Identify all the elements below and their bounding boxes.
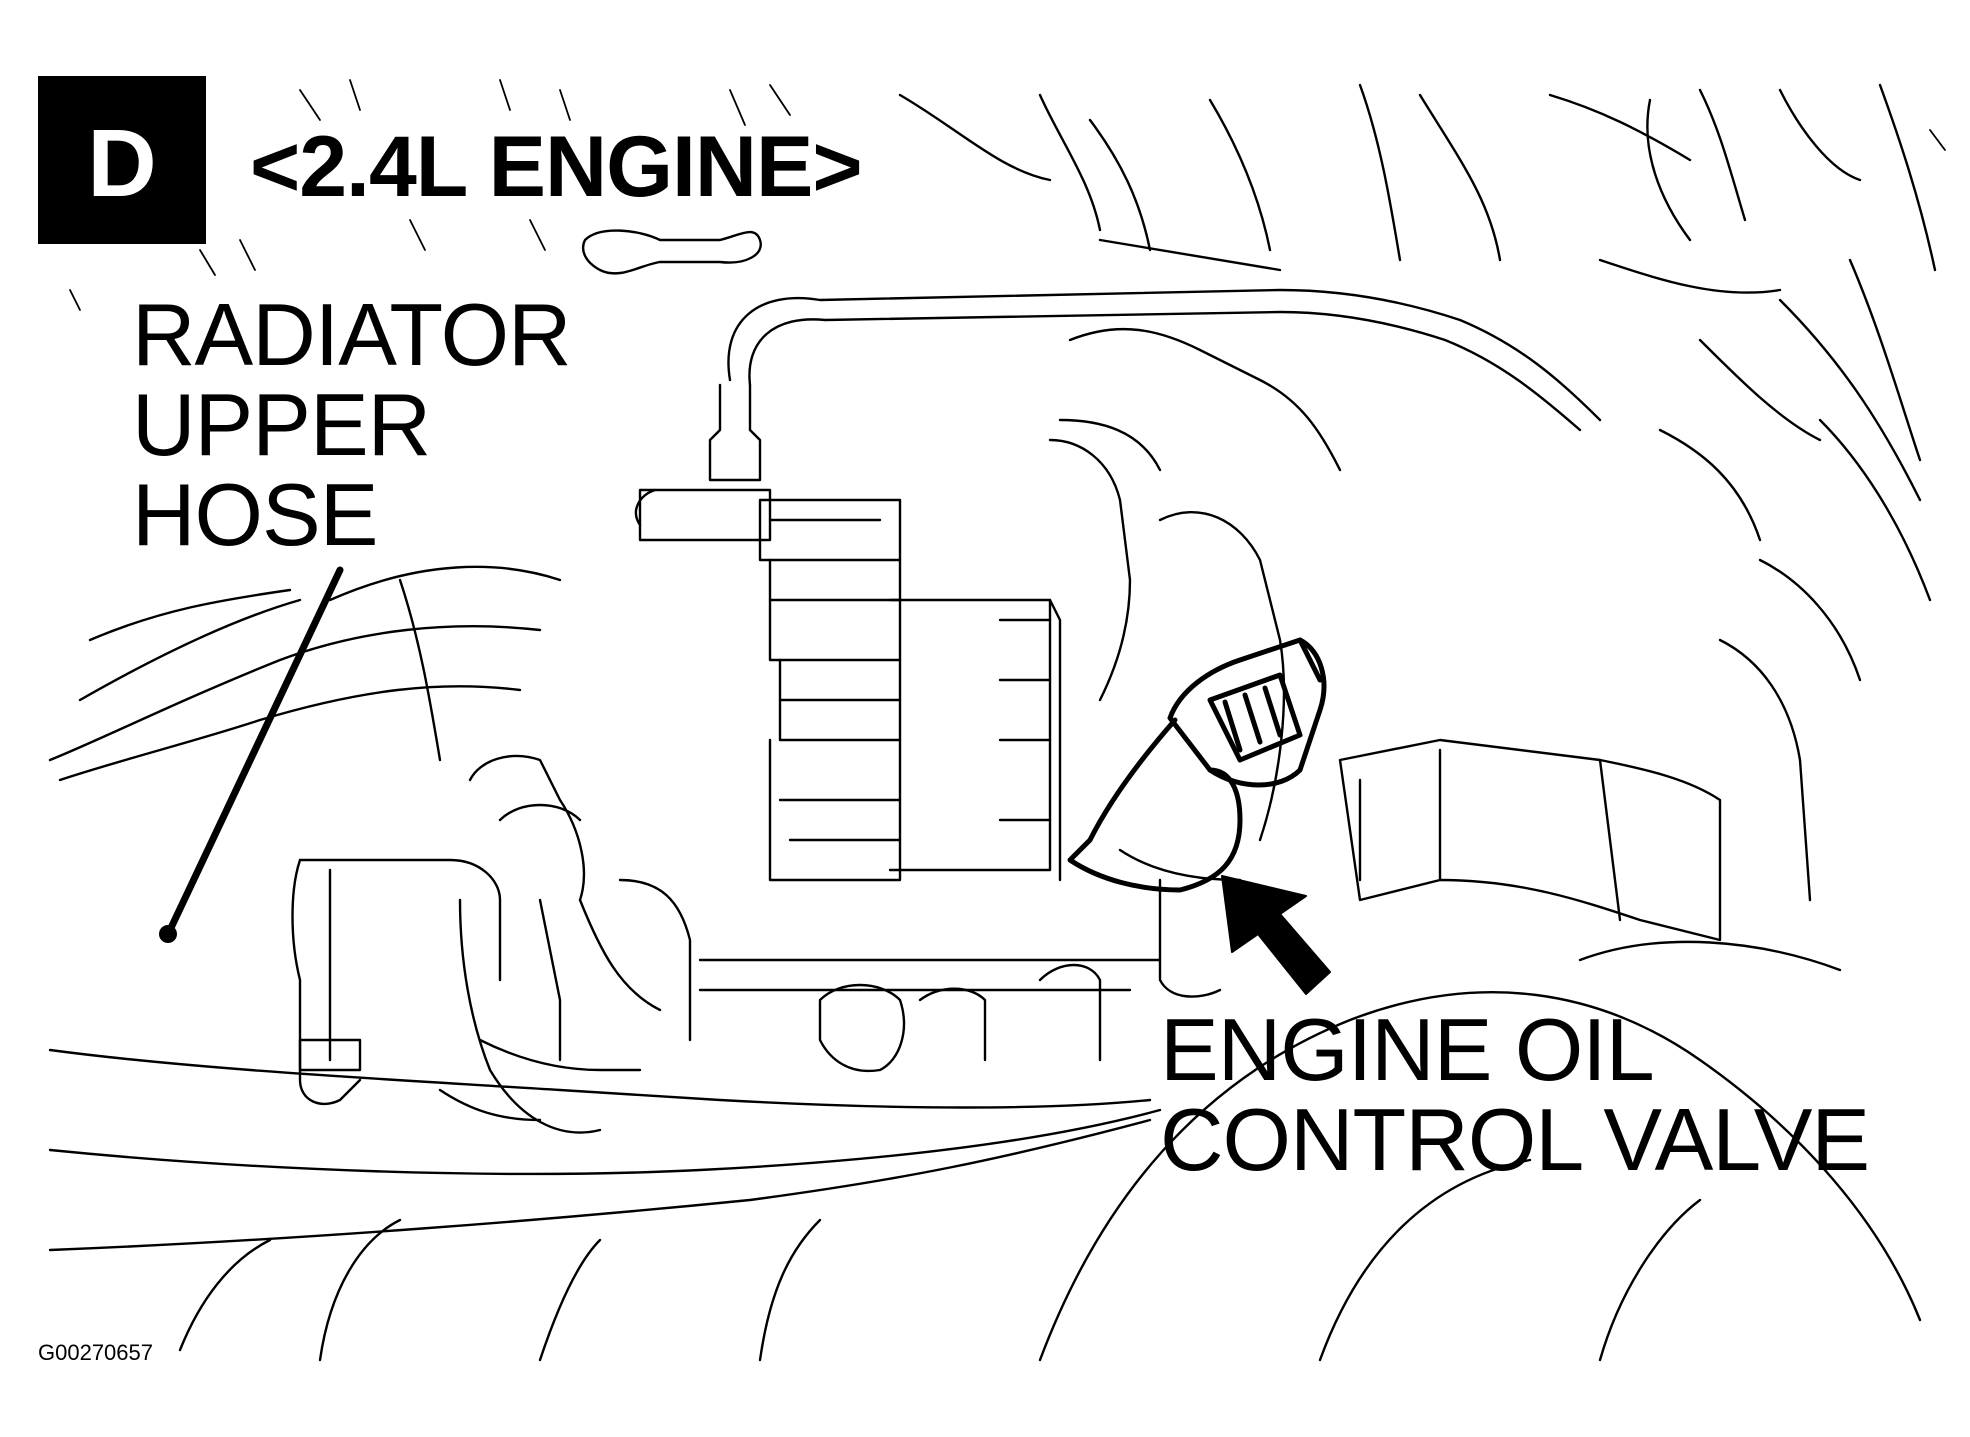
oil-valve-pointer-arrow [1221,875,1331,995]
figure-code: G00270657 [38,1340,153,1365]
radiator-label-line3: HOSE [132,465,377,564]
diagram-title: <2.4L ENGINE> [250,119,862,215]
oil-control-valve-shape [1067,637,1327,893]
engine-line-art [48,79,1946,1362]
oil-valve-label-line1: ENGINE OIL [1160,1000,1654,1099]
radiator-hose-callout: RADIATOR UPPER HOSE [132,285,572,943]
radiator-label-line2: UPPER [132,375,430,474]
radiator-leader-line [166,566,344,934]
badge-letter: D [87,110,156,217]
section-badge: D [38,76,206,244]
radiator-leader-dot [159,925,177,943]
oil-control-valve-callout: ENGINE OIL CONTROL VALVE [1160,1000,1870,1189]
radiator-label-line1: RADIATOR [132,285,571,384]
oil-valve-label-line2: CONTROL VALVE [1160,1090,1869,1189]
